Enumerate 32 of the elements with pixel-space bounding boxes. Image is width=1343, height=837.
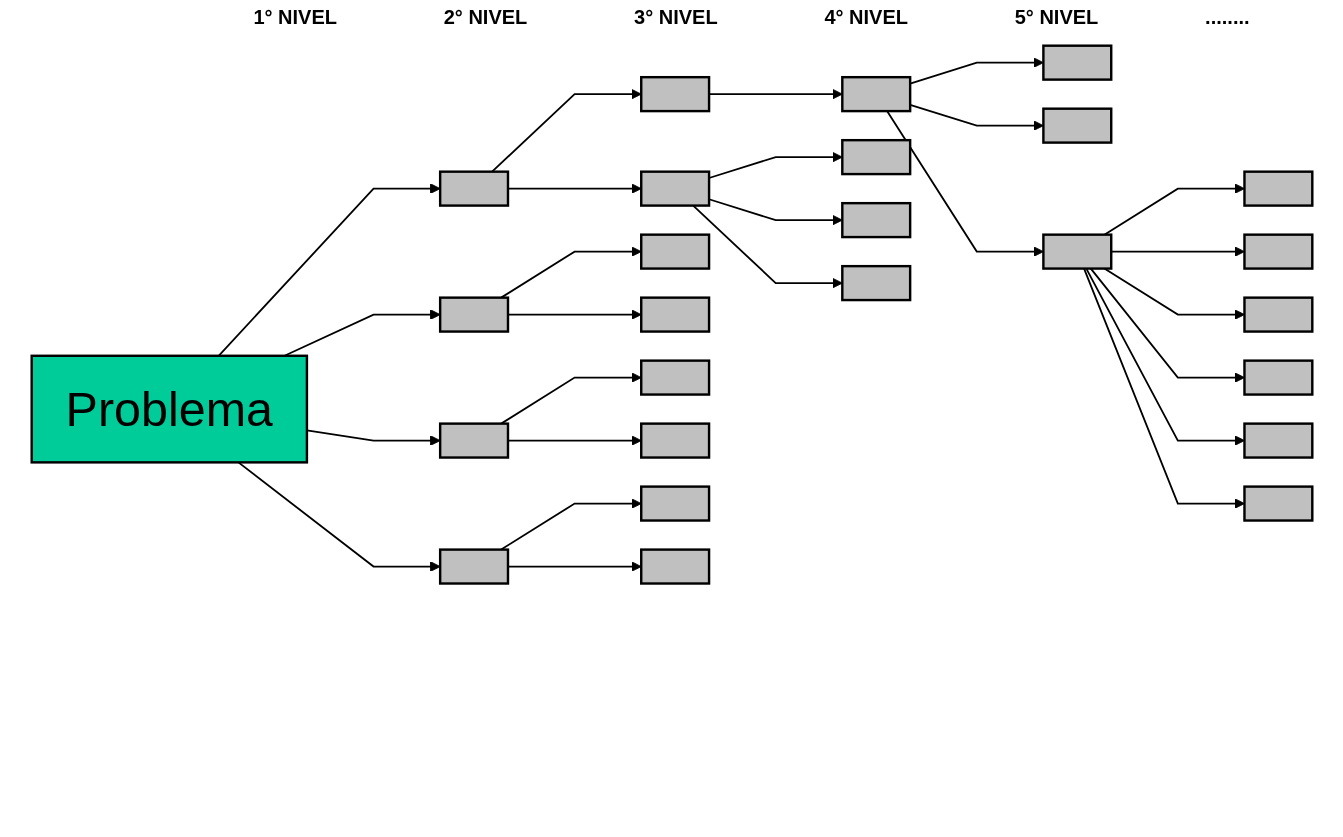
node-box <box>840 201 911 239</box>
node-box <box>639 170 710 207</box>
node-box <box>1242 422 1313 459</box>
node-box <box>1041 107 1112 144</box>
level-heading: ........ <box>1205 6 1250 30</box>
node-box <box>1242 233 1313 270</box>
level-heading: 2° NIVEL <box>443 6 528 30</box>
level-heading: 1° NIVEL <box>253 6 337 30</box>
node-box <box>639 422 710 459</box>
node-box: Problema <box>30 354 308 464</box>
node-box <box>1242 359 1313 396</box>
node-box <box>639 548 710 585</box>
node-box <box>438 296 509 333</box>
node-box <box>438 170 509 207</box>
level-heading: 3° NIVEL <box>634 6 718 30</box>
node-box <box>1242 485 1313 522</box>
node-box <box>639 75 710 113</box>
node-box <box>1041 44 1112 81</box>
node-box <box>639 233 710 270</box>
level-heading: 4° NIVEL <box>824 6 908 30</box>
node-box <box>639 485 710 522</box>
node-box <box>840 138 911 176</box>
node-box <box>1041 233 1112 270</box>
node-box <box>1242 296 1313 333</box>
node-box <box>840 264 911 302</box>
node-box <box>639 296 710 333</box>
node-box <box>1242 170 1313 207</box>
node-box <box>639 359 710 396</box>
level-heading: 5° NIVEL <box>1014 6 1099 30</box>
node-box <box>438 548 509 585</box>
node-box <box>438 422 509 459</box>
node-box <box>840 75 911 113</box>
